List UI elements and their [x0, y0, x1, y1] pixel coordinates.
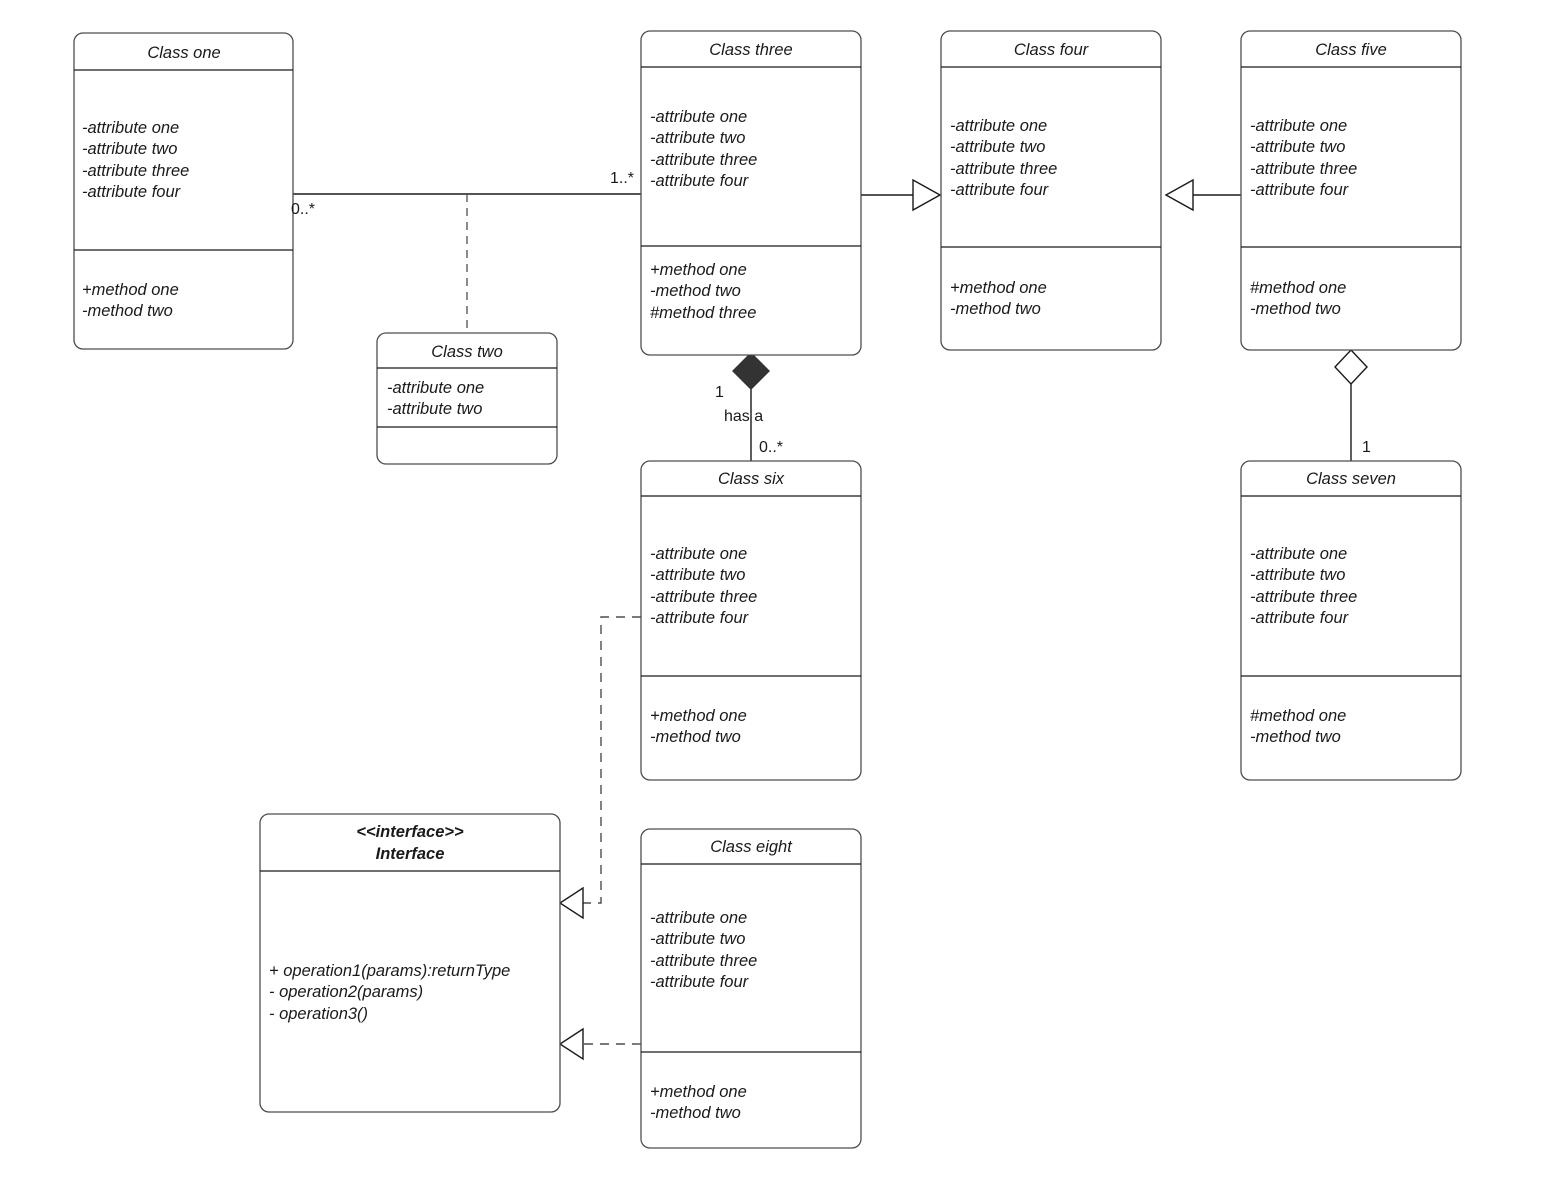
class-four-attr-1: -attribute two — [950, 138, 1045, 156]
class-eight-title: Class eight — [710, 838, 793, 856]
class-six-frame — [640, 460, 862, 781]
class-seven-title: Class seven — [1306, 470, 1396, 488]
class-seven-attr-0: -attribute one — [1250, 545, 1347, 563]
class-seven-attr-3: -attribute four — [1250, 609, 1350, 627]
class-four-attr-0: -attribute one — [950, 117, 1047, 135]
class-eight-method-0: +method one — [650, 1083, 747, 1101]
class-box-interface[interactable]: <<interface>> Interface + operation1(par… — [259, 813, 561, 1113]
multiplicity-aggregation-target: 1 — [1362, 439, 1371, 456]
edge-association-one-three[interactable] — [293, 193, 641, 333]
class-two-attr-0: -attribute one — [387, 379, 484, 397]
realization-line — [583, 616, 641, 904]
class-four-method-0: +method one — [950, 279, 1047, 297]
class-three-method-0: +method one — [650, 261, 747, 279]
class-seven-frame — [1240, 460, 1462, 781]
class-four-attr-2: -attribute three — [950, 160, 1057, 178]
class-four-frame — [940, 30, 1162, 351]
class-six-method-1: -method two — [650, 728, 741, 746]
interface-frame — [259, 813, 561, 1113]
edge-aggregation-five-seven[interactable] — [1334, 348, 1368, 461]
interface-method-0: + operation1(params):returnType — [269, 962, 510, 980]
edge-composition-three-six[interactable] — [732, 352, 770, 461]
edge-realization-six-interface[interactable] — [558, 616, 641, 920]
interface-method-1: - operation2(params) — [269, 983, 423, 1001]
multiplicity-one-source: 0..* — [291, 201, 315, 218]
class-two-attr-1: -attribute two — [387, 400, 482, 418]
class-box-class-one[interactable]: Class one -attribute one -attribute two … — [73, 32, 294, 350]
class-five-attr-1: -attribute two — [1250, 138, 1345, 156]
class-three-title: Class three — [709, 41, 792, 59]
multiplicity-composition-source: 1 — [715, 384, 724, 401]
class-five-attr-3: -attribute four — [1250, 181, 1350, 199]
class-eight-attr-3: -attribute four — [650, 973, 750, 991]
class-one-method-0: +method one — [82, 281, 179, 299]
class-three-attr-0: -attribute one — [650, 108, 747, 126]
edge-generalization-five-four[interactable] — [1164, 178, 1241, 212]
class-box-class-eight[interactable]: Class eight -attribute one -attribute tw… — [640, 828, 862, 1149]
class-six-attr-1: -attribute two — [650, 566, 745, 584]
class-one-attr-3: -attribute four — [82, 183, 182, 201]
class-two-frame — [376, 332, 558, 465]
class-three-attr-1: -attribute two — [650, 129, 745, 147]
class-eight-attr-2: -attribute three — [650, 952, 757, 970]
class-seven-attr-2: -attribute three — [1250, 588, 1357, 606]
class-five-attr-2: -attribute three — [1250, 160, 1357, 178]
interface-method-2: - operation3() — [269, 1005, 368, 1023]
multiplicity-composition-target: 0..* — [759, 439, 783, 456]
class-five-frame — [1240, 30, 1462, 351]
class-one-title: Class one — [147, 44, 220, 62]
class-one-attr-2: -attribute three — [82, 162, 189, 180]
interface-stereotype: <<interface>> — [356, 823, 464, 841]
class-box-class-five[interactable]: Class five -attribute one -attribute two… — [1240, 30, 1462, 351]
class-six-method-0: +method one — [650, 707, 747, 725]
class-seven-method-1: -method two — [1250, 728, 1341, 746]
class-four-title: Class four — [1014, 41, 1090, 59]
class-three-attr-3: -attribute four — [650, 172, 750, 190]
class-eight-attr-1: -attribute two — [650, 930, 745, 948]
edge-realization-eight-interface[interactable] — [558, 1027, 641, 1061]
realization-arrowhead — [558, 1027, 584, 1061]
class-five-method-0: #method one — [1250, 279, 1346, 297]
class-five-method-1: -method two — [1250, 300, 1341, 318]
class-eight-method-1: -method two — [650, 1104, 741, 1122]
generalization-arrowhead — [1164, 178, 1194, 212]
class-box-class-six[interactable]: Class six -attribute one -attribute two … — [640, 460, 862, 781]
class-one-attr-1: -attribute two — [82, 140, 177, 158]
class-eight-attr-0: -attribute one — [650, 909, 747, 927]
class-box-class-two[interactable]: Class two -attribute one -attribute two — [376, 332, 558, 465]
realization-arrowhead — [558, 886, 584, 920]
class-three-method-2: #method three — [650, 304, 756, 322]
interface-title: Interface — [376, 845, 445, 863]
class-eight-frame — [640, 828, 862, 1149]
composition-label: has a — [724, 408, 763, 425]
class-six-attr-0: -attribute one — [650, 545, 747, 563]
class-box-class-seven[interactable]: Class seven -attribute one -attribute tw… — [1240, 460, 1462, 781]
class-three-attr-2: -attribute three — [650, 151, 757, 169]
multiplicity-three-target: 1..* — [610, 170, 634, 187]
class-six-title: Class six — [718, 470, 785, 488]
class-one-attr-0: -attribute one — [82, 119, 179, 137]
class-box-class-three[interactable]: Class three -attribute one -attribute tw… — [640, 30, 862, 356]
class-seven-attr-1: -attribute two — [1250, 566, 1345, 584]
class-four-method-1: -method two — [950, 300, 1041, 318]
class-one-frame — [73, 32, 294, 350]
class-six-attr-2: -attribute three — [650, 588, 757, 606]
class-seven-method-0: #method one — [1250, 707, 1346, 725]
aggregation-diamond — [1334, 348, 1368, 386]
class-one-method-1: -method two — [82, 302, 173, 320]
class-four-attr-3: -attribute four — [950, 181, 1050, 199]
generalization-arrowhead — [912, 178, 942, 212]
class-three-method-1: -method two — [650, 282, 741, 300]
class-three-frame — [640, 30, 862, 356]
class-two-title: Class two — [431, 343, 503, 361]
class-six-attr-3: -attribute four — [650, 609, 750, 627]
composition-diamond — [732, 352, 770, 390]
class-five-attr-0: -attribute one — [1250, 117, 1347, 135]
class-box-class-four[interactable]: Class four -attribute one -attribute two… — [940, 30, 1162, 351]
edge-generalization-three-four[interactable] — [861, 178, 942, 212]
class-five-title: Class five — [1315, 41, 1387, 59]
